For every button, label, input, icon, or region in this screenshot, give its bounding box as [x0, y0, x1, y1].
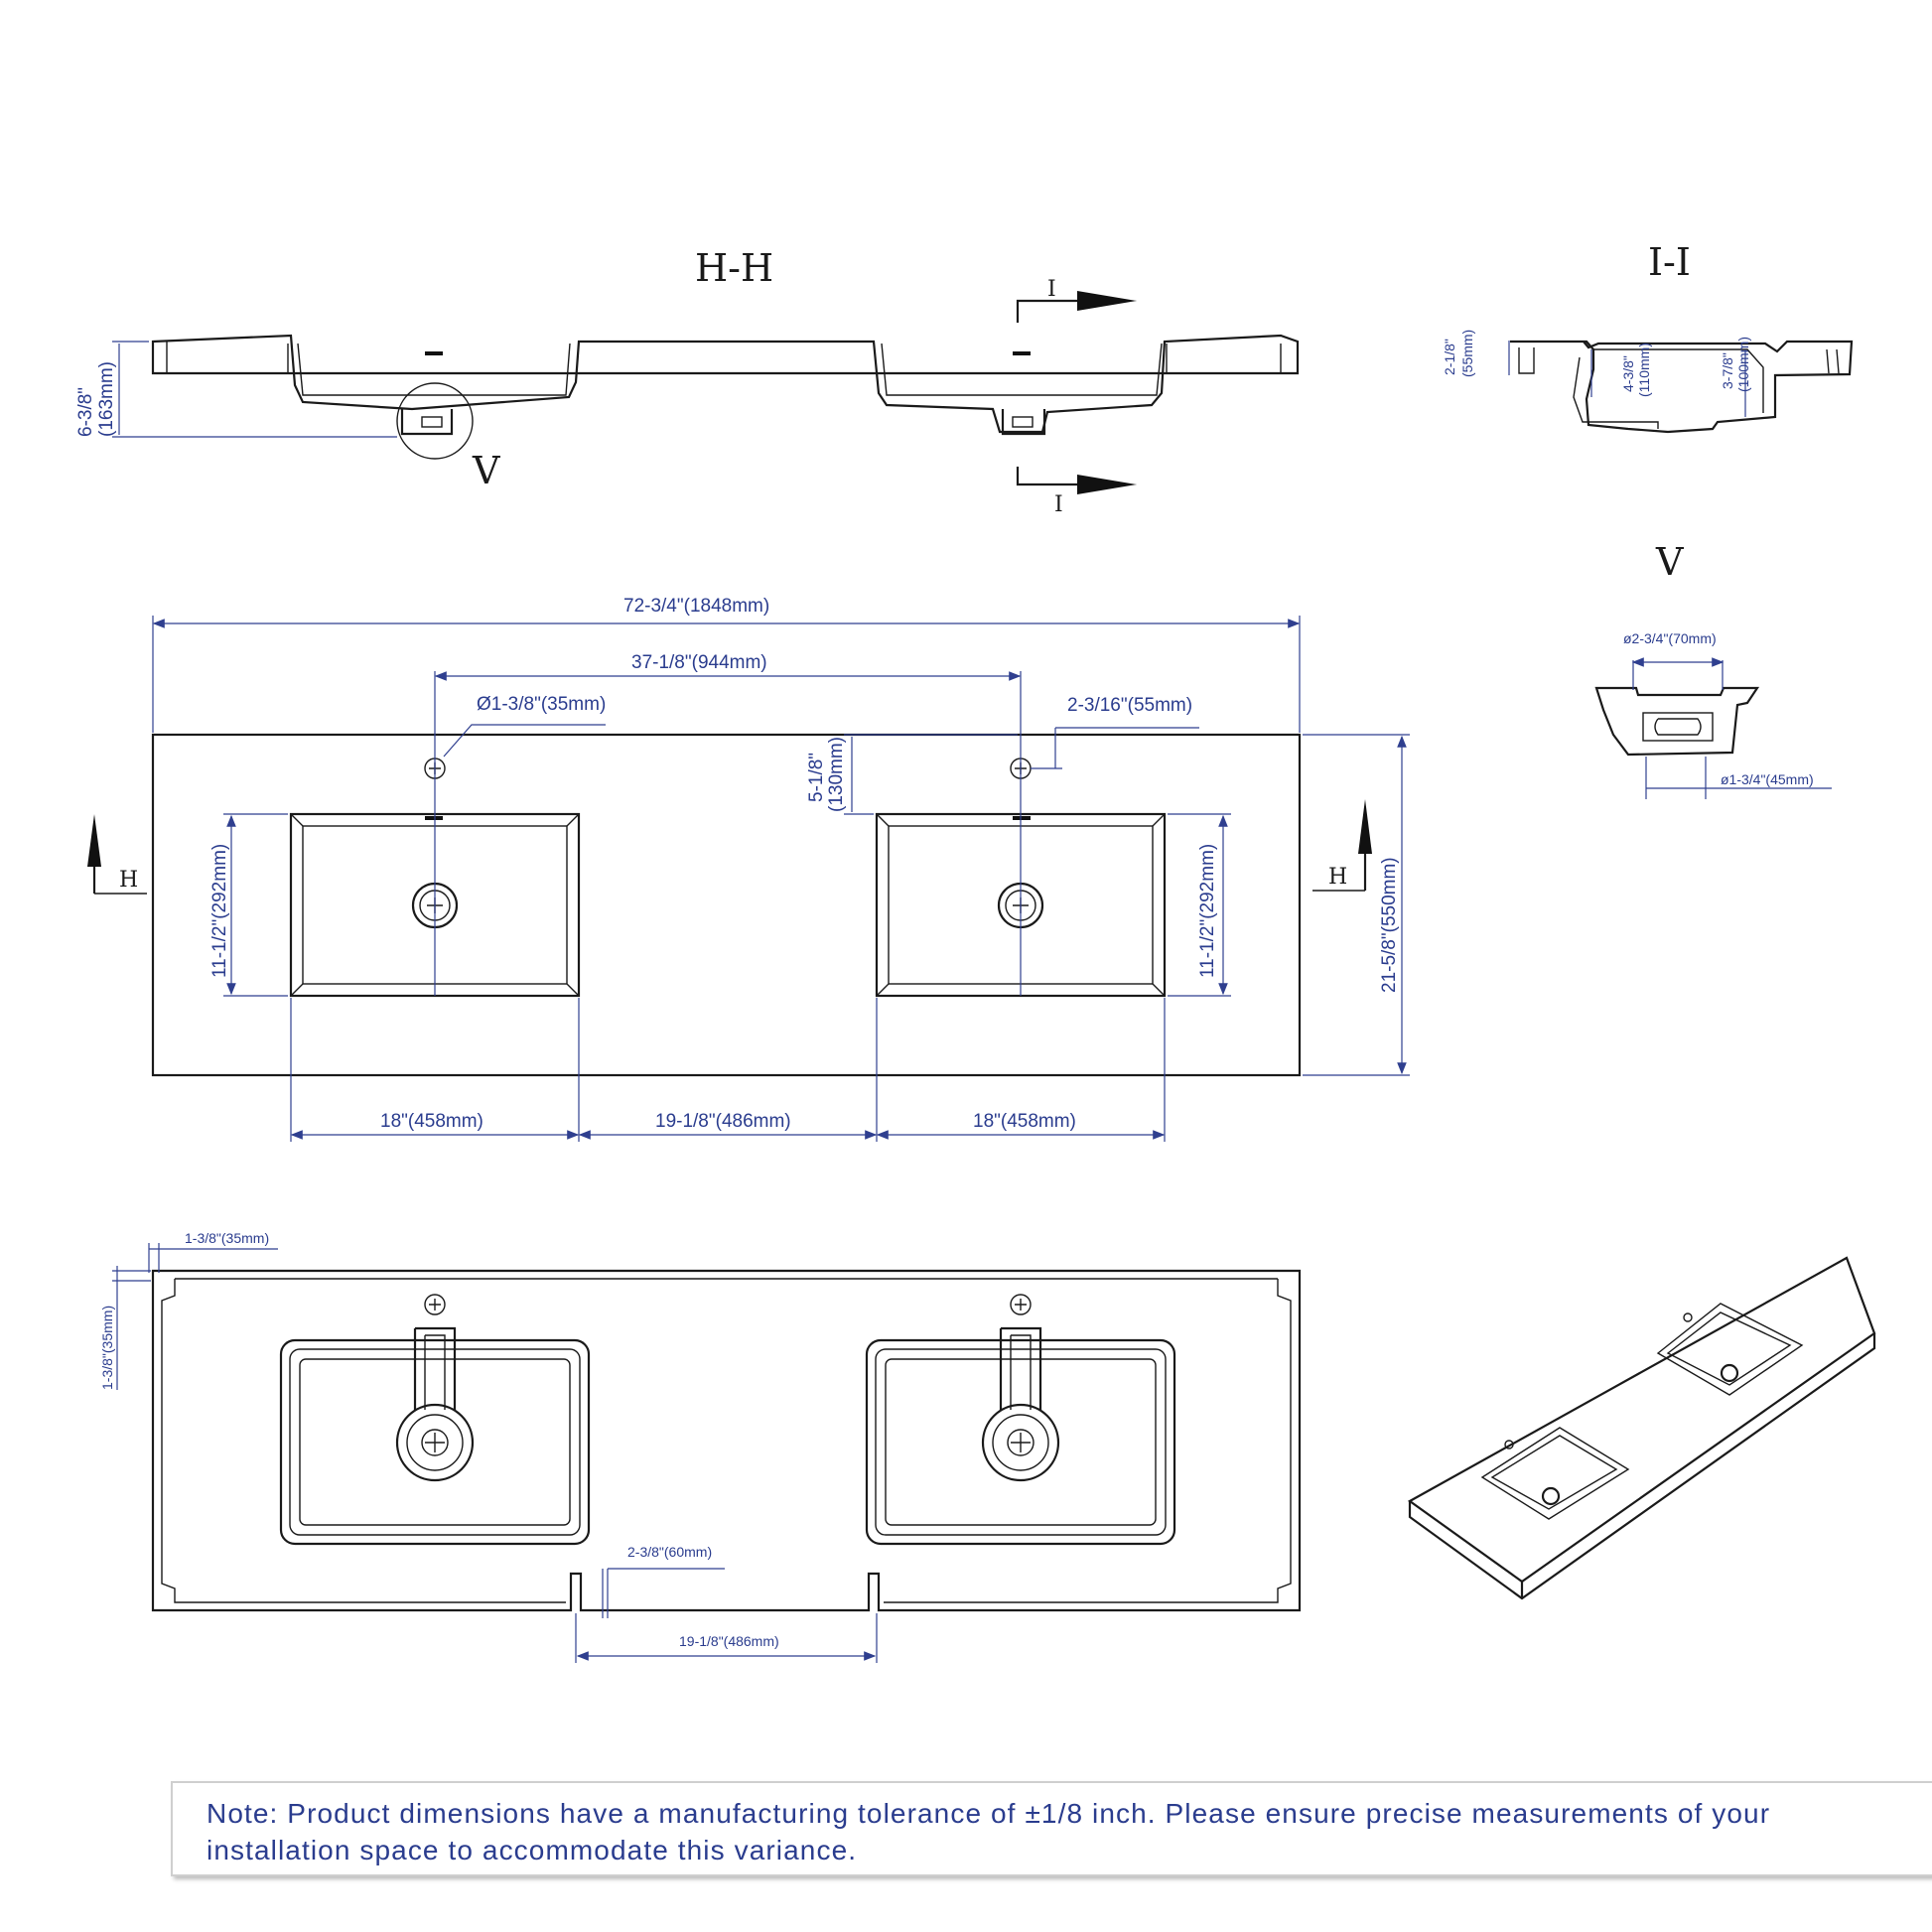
- faucet-offset-dim: 2-3/16"(55mm): [1067, 695, 1192, 716]
- drain-top-dim: ø2-3/4"(70mm): [1623, 630, 1717, 646]
- notch-spacing-dim: 19-1/8"(486mm): [679, 1633, 779, 1649]
- cut-h-right-label: H: [1328, 865, 1347, 890]
- bowl-depth-left-dim: 11-1/2"(292mm): [209, 844, 230, 978]
- detail-callout-v: V: [472, 449, 500, 492]
- top-view: H H 72-3/4"(1848mm) 37-1/8"(944mm) Ø1-3/…: [87, 596, 1410, 1142]
- faucet-spacing-dim: 37-1/8"(944mm): [631, 652, 767, 673]
- section-height-dim: 6-3/8": [75, 387, 96, 437]
- cut-line-h: H H: [87, 799, 1372, 895]
- tolerance-note-text: Note: Product dimensions have a manufact…: [207, 1798, 1771, 1865]
- ii-height-dim: 2-1/8": [1442, 339, 1457, 375]
- detail-v-view: V ø2-3/4"(70mm) ø1-3/4"(45mm): [1594, 540, 1832, 799]
- ii-height-mm-dim: (55mm): [1459, 330, 1475, 377]
- bottom-view: 1-3/8"(35mm) 1-3/8"(35mm) 2-3/8"(60mm) 1…: [99, 1230, 1302, 1663]
- notch-width-dim: 2-3/8"(60mm): [627, 1544, 712, 1560]
- isometric-view: [1407, 1256, 1876, 1600]
- ii-bowl-depth-dim: 4-3/8": [1620, 355, 1636, 392]
- faucet-hole-dim: Ø1-3/8"(35mm): [477, 694, 606, 715]
- ii-bowl-depth2-dim: 3-7/8": [1720, 352, 1735, 389]
- bowl-depth-right-dim: 11-1/2"(292mm): [1197, 844, 1218, 978]
- overall-depth-dim: 21-5/8"(550mm): [1379, 857, 1400, 993]
- section-height-mm-dim: (163mm): [96, 361, 117, 437]
- section-hh-view: H-H V I I 6-3/8" (163mm): [75, 246, 1300, 517]
- drain-bottom-dim: ø1-3/4"(45mm): [1721, 771, 1814, 787]
- faucet-setback-dim: 5-1/8": [806, 753, 827, 802]
- section-ii-view: I-I 2-1/8" (55mm) 4-3/8" (110mm) 3-7/8" …: [1442, 240, 1854, 434]
- cut-line-i: I I: [1016, 277, 1137, 517]
- section-hh-label: H-H: [695, 246, 773, 290]
- tolerance-note: Note: Product dimensions have a manufact…: [171, 1781, 1932, 1876]
- section-ii-label: I-I: [1648, 240, 1691, 284]
- bowl-gap-dim: 19-1/8"(486mm): [655, 1111, 791, 1132]
- ii-bowl-depth2-mm-dim: (100mm): [1735, 337, 1751, 392]
- backsplash-top-dim: 1-3/8"(35mm): [185, 1230, 269, 1246]
- cut-i-top-label: I: [1047, 277, 1056, 302]
- overall-width-dim: 72-3/4"(1848mm): [623, 596, 769, 617]
- bowl-width-left-dim: 18"(458mm): [380, 1111, 483, 1132]
- cut-i-bottom-label: I: [1054, 492, 1063, 517]
- bowl-width-right-dim: 18"(458mm): [973, 1111, 1076, 1132]
- cut-h-left-label: H: [119, 868, 138, 893]
- detail-v-label: V: [1655, 540, 1684, 584]
- ii-bowl-depth-mm-dim: (110mm): [1636, 343, 1652, 397]
- backsplash-side-dim: 1-3/8"(35mm): [99, 1306, 115, 1390]
- faucet-setback-mm-dim: (130mm): [826, 737, 847, 812]
